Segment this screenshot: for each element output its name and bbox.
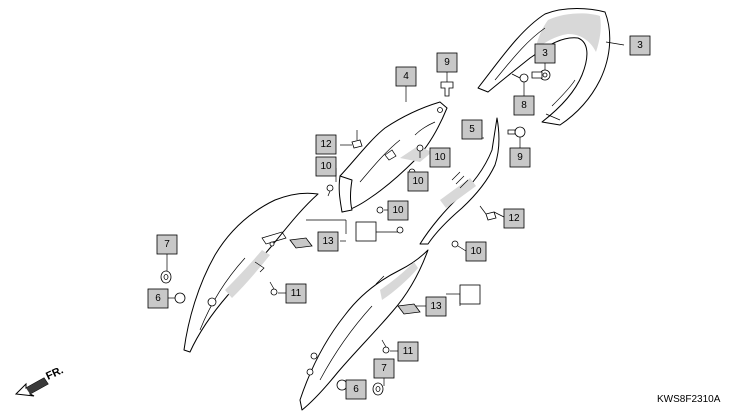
callout-label: 13 xyxy=(430,301,442,312)
callout-label: 11 xyxy=(291,288,302,299)
callout-label: 6 xyxy=(155,293,161,304)
diagram-code: KWS8F2310A xyxy=(657,394,721,405)
callout-label: 3 xyxy=(637,40,643,51)
right-side-cover xyxy=(299,249,429,411)
callout-label: 13 xyxy=(322,236,334,247)
callout-10-e: 10 xyxy=(465,241,487,262)
screw-12-lower xyxy=(479,205,497,221)
callout-label: 6 xyxy=(353,384,359,395)
callout-11-lower: 11 xyxy=(397,341,419,362)
callout-label: 5 xyxy=(469,124,475,135)
screw-10-a xyxy=(326,184,334,197)
screw-10-f xyxy=(451,240,459,248)
screw-10-d xyxy=(376,206,384,214)
callout-7-lower: 7 xyxy=(373,358,395,379)
callout-7-upper: 7 xyxy=(156,234,178,255)
callout-label: 9 xyxy=(444,57,450,68)
callout-label: 10 xyxy=(470,246,482,257)
callout-6-upper: 6 xyxy=(147,288,169,309)
callout-4: 4 xyxy=(395,66,417,87)
callout-13-lower: 13 xyxy=(425,296,447,317)
front-arrow-icon: FR. xyxy=(14,364,65,397)
callout-label: 8 xyxy=(521,100,527,111)
screw-11-lower xyxy=(381,339,390,354)
grommet-7-upper xyxy=(160,270,172,284)
callout-3-left: 3 xyxy=(534,43,556,64)
callout-label: 12 xyxy=(508,213,520,224)
grab-rail-collar xyxy=(511,73,529,83)
callout-10-b: 10 xyxy=(429,147,451,168)
callout-label: 7 xyxy=(381,363,387,374)
callout-8: 8 xyxy=(513,95,535,116)
callout-label: 7 xyxy=(164,239,170,250)
callout-10-c: 10 xyxy=(407,171,429,192)
collar-6-lower xyxy=(336,379,348,391)
callout-13-upper: 13 xyxy=(317,231,339,252)
callout-12-upper: 12 xyxy=(315,134,337,155)
callout-10-d: 10 xyxy=(387,200,409,221)
rear-center-cowl xyxy=(338,101,448,213)
left-side-cover xyxy=(183,192,319,353)
callout-label: 3 xyxy=(542,48,548,59)
front-label: FR. xyxy=(44,364,65,382)
callout-label: 11 xyxy=(403,346,414,357)
screw-10-c xyxy=(416,144,424,152)
screw-12-upper xyxy=(351,130,363,149)
grab-rail-bolt xyxy=(531,69,551,81)
callout-label: 4 xyxy=(403,71,409,82)
grommet-7-lower xyxy=(372,382,384,396)
callout-9-top: 9 xyxy=(436,52,458,73)
bolt-9-right xyxy=(507,126,526,138)
screw-11-upper xyxy=(269,281,278,296)
pad-13-lower xyxy=(397,303,421,315)
callout-label: 9 xyxy=(517,152,523,163)
callout-5: 5 xyxy=(461,119,483,140)
callout-12-lower: 12 xyxy=(503,208,525,229)
callout-label: 12 xyxy=(320,139,332,150)
right-rear-side-cover xyxy=(419,117,500,245)
ref-box-upper xyxy=(355,221,377,242)
ref-box-lower xyxy=(459,284,481,305)
screw-10-e xyxy=(396,226,404,234)
grab-rail xyxy=(477,8,611,126)
callout-11-upper: 11 xyxy=(285,283,307,304)
pad-13-upper xyxy=(289,237,313,249)
bolt-9-top xyxy=(440,81,454,97)
callout-9-right: 9 xyxy=(509,147,531,168)
callout-10-a: 10 xyxy=(315,156,337,177)
collar-6-upper xyxy=(174,292,217,307)
callout-3-right: 3 xyxy=(629,35,651,56)
callout-label: 10 xyxy=(320,161,332,172)
callout-label: 10 xyxy=(412,176,424,187)
callout-label: 10 xyxy=(434,152,446,163)
callout-label: 10 xyxy=(392,205,404,216)
callout-6-lower: 6 xyxy=(345,379,367,400)
